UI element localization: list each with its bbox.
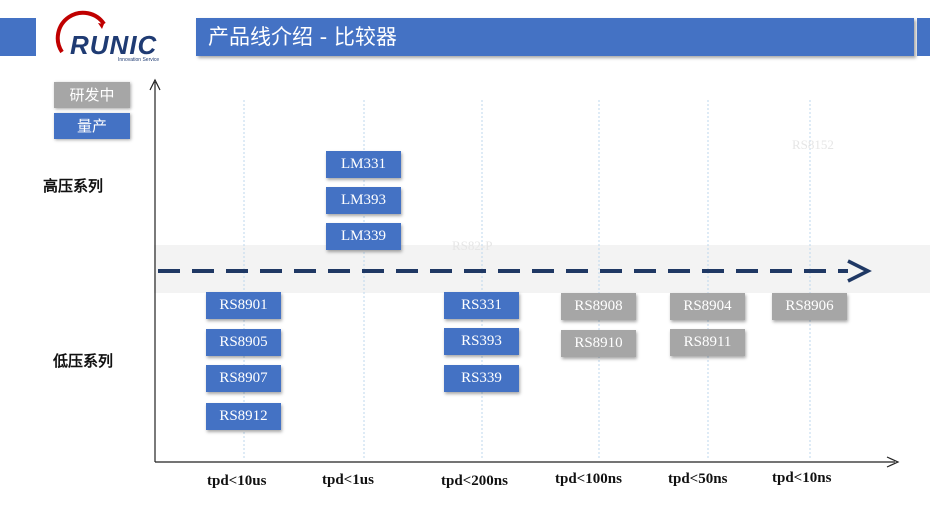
product-rs8908: RS8908 bbox=[561, 293, 636, 320]
x-axis-arrow-icon bbox=[886, 456, 900, 468]
header-right-edge bbox=[917, 18, 930, 56]
product-lm393: LM393 bbox=[326, 187, 401, 214]
logo-name: RUNIC bbox=[70, 30, 158, 60]
x-category-tpd50ns: tpd<50ns bbox=[668, 471, 728, 487]
product-rs339: RS339 bbox=[444, 365, 519, 392]
product-rs8911: RS8911 bbox=[670, 329, 745, 356]
product-rs8912: RS8912 bbox=[206, 403, 281, 430]
x-category-tpd1us: tpd<1us bbox=[322, 472, 374, 488]
product-rs8907: RS8907 bbox=[206, 365, 281, 392]
y-axis-arrow-icon bbox=[149, 78, 161, 91]
x-category-tpd200ns: tpd<200ns bbox=[441, 473, 508, 489]
product-lm339: LM339 bbox=[326, 223, 401, 250]
legend-in-development: 研发中 bbox=[54, 82, 130, 108]
legend-mass-production: 量产 bbox=[54, 113, 130, 139]
logo-tagline: Innovation Service bbox=[118, 57, 160, 63]
product-rs393: RS393 bbox=[444, 328, 519, 355]
runic-logo: RUNIC Innovation Service bbox=[52, 10, 178, 66]
product-rs8910: RS8910 bbox=[561, 330, 636, 357]
ghost-label-a: RS8152 bbox=[792, 137, 834, 152]
product-rs8904: RS8904 bbox=[670, 293, 745, 320]
product-rs8901: RS8901 bbox=[206, 292, 281, 319]
divider-arrowhead-icon bbox=[847, 259, 872, 283]
product-rs8906: RS8906 bbox=[772, 293, 847, 320]
page-title: 产品线介绍 - 比较器 bbox=[196, 18, 914, 56]
x-category-tpd10us: tpd<10us bbox=[207, 473, 267, 489]
product-rs331: RS331 bbox=[444, 292, 519, 319]
header-left-tab bbox=[0, 18, 36, 56]
x-category-tpd100ns: tpd<100ns bbox=[555, 471, 622, 487]
x-category-tpd10ns: tpd<10ns bbox=[772, 470, 832, 486]
row-label-low-voltage: 低压系列 bbox=[53, 352, 114, 370]
product-lm331: LM331 bbox=[326, 151, 401, 178]
product-rs8905: RS8905 bbox=[206, 329, 281, 356]
ghost-label-b: RS82-P bbox=[452, 238, 493, 253]
logo-arc-icon bbox=[55, 10, 106, 54]
row-label-high-voltage: 高压系列 bbox=[43, 177, 104, 195]
